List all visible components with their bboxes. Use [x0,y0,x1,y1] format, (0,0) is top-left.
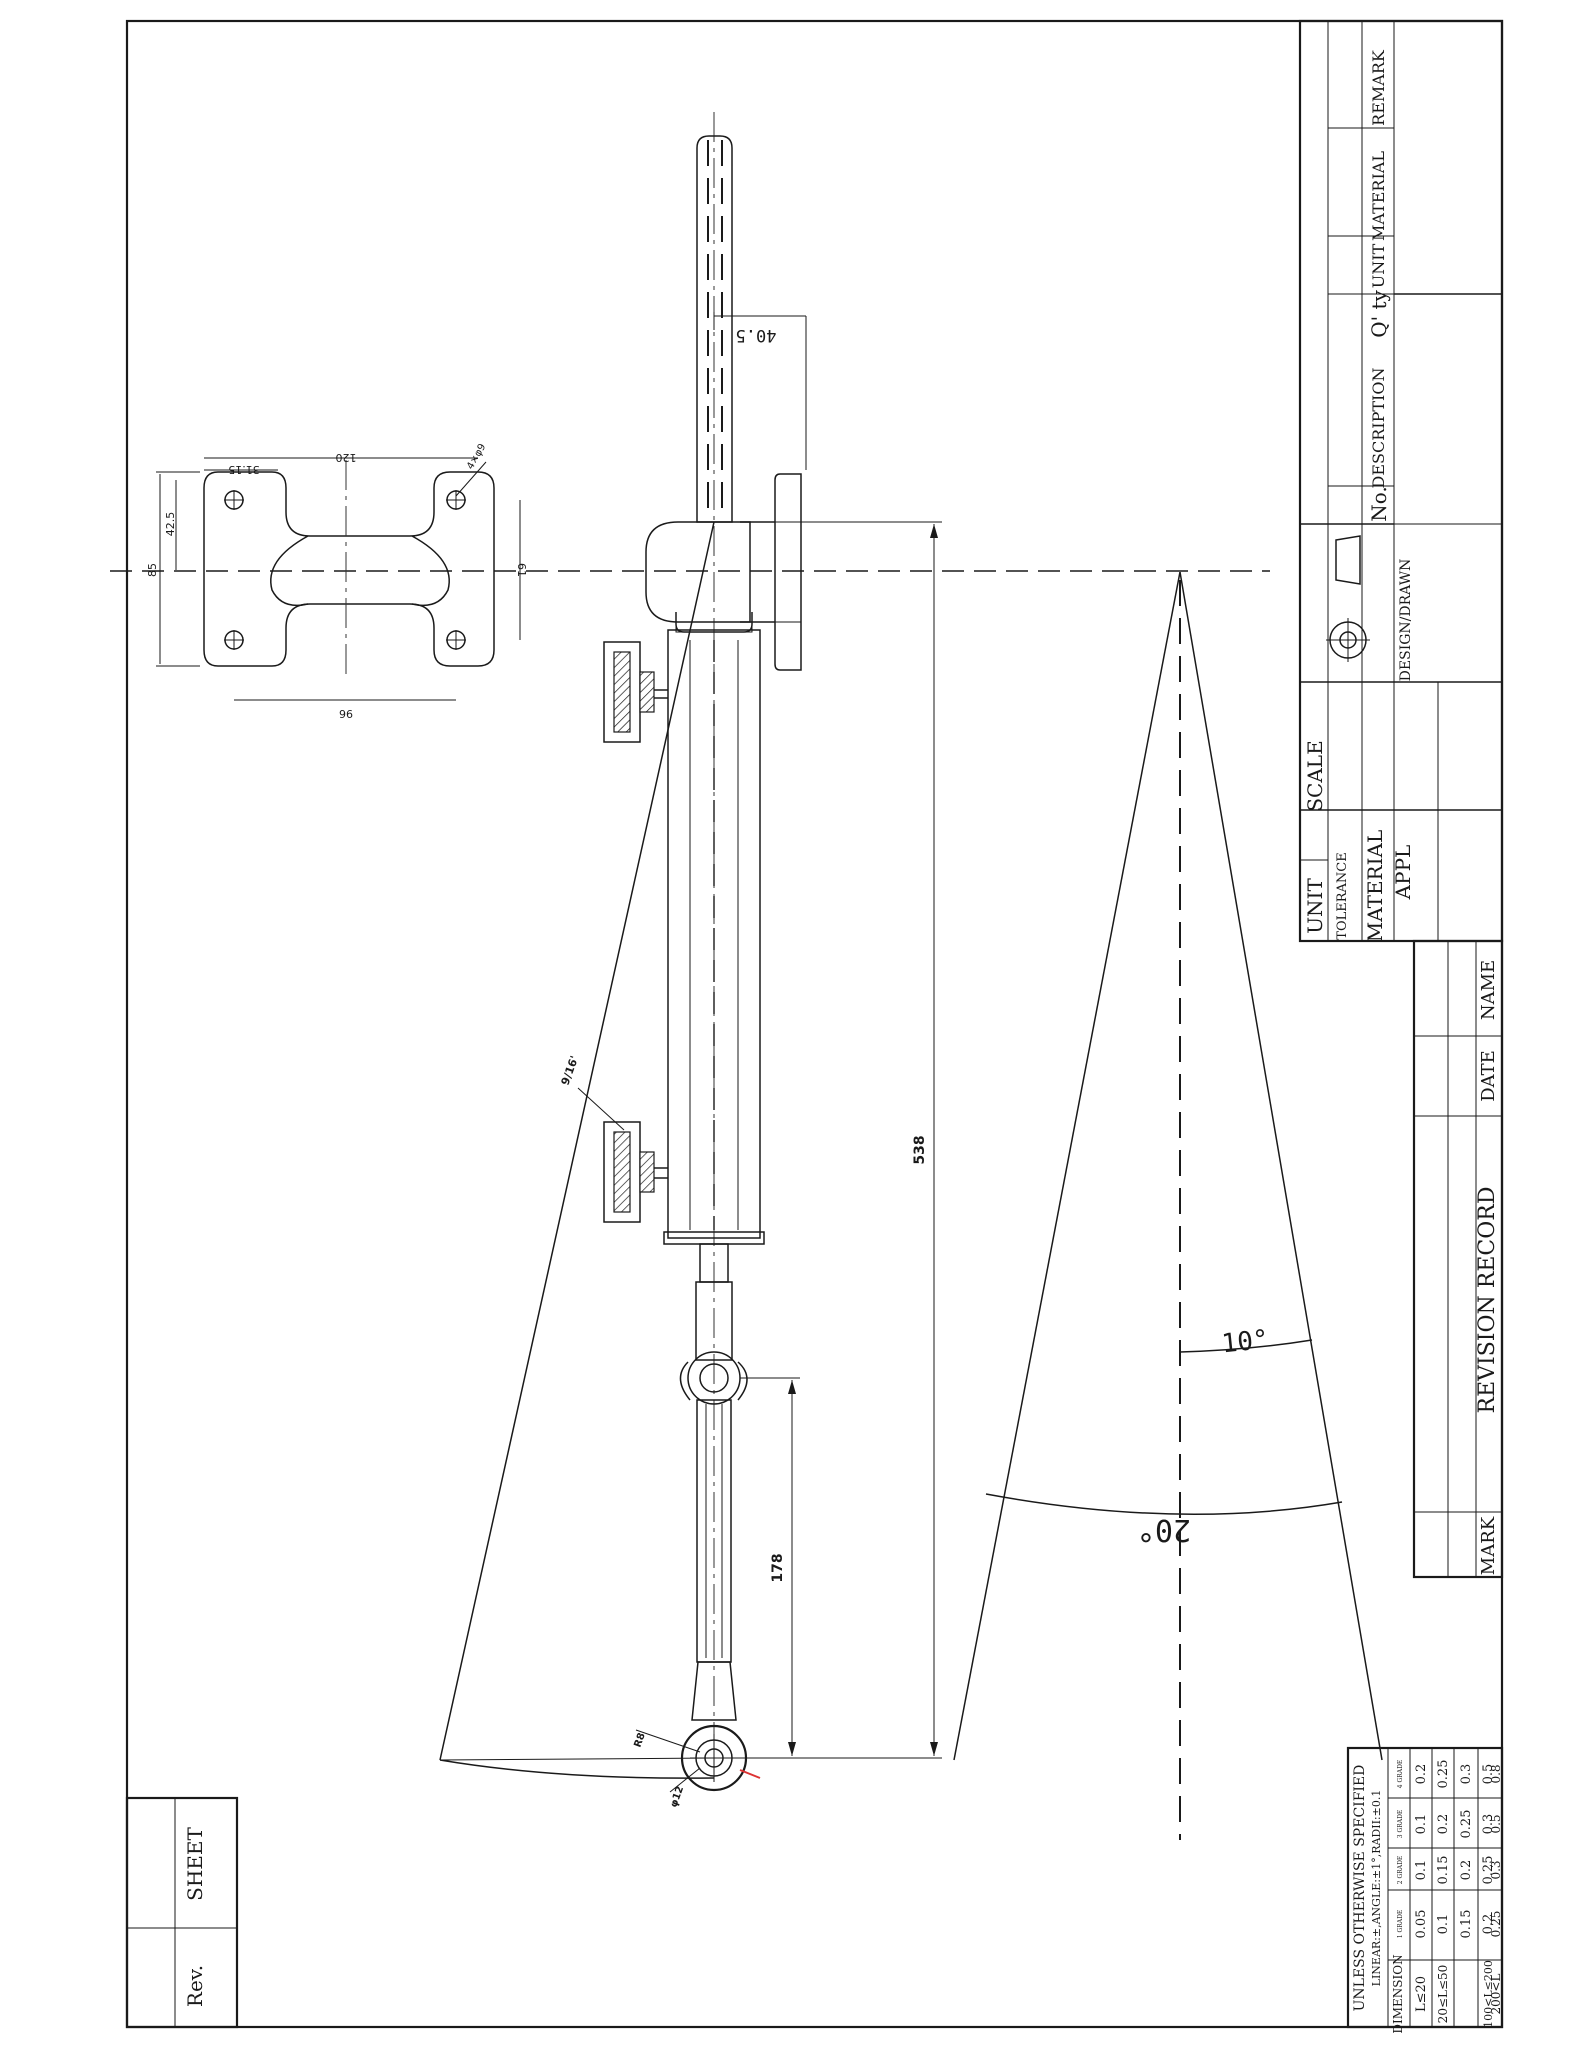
bracket-dims [156,457,521,701]
upper-valve-fitting [603,641,668,743]
tol-subheading: LINEAR:±,ANGLE:±1°,RADII:±0.1 [1370,1790,1383,1987]
tb-tolerance-label: TOLERANCE [1335,852,1350,939]
tol-r3-c4: 0.5 [1481,1764,1496,1785]
rev-label: Rev. [183,1965,207,2007]
tol-r0-c0: L≤20 [1414,1976,1429,2012]
tol-header-g3: 3 GRADE [1397,1810,1404,1839]
dim-offset [713,312,807,470]
sheet-label: SHEET [183,1827,207,1901]
tol-r0-c4: 0.2 [1414,1764,1429,1785]
thread-leader [577,1087,625,1131]
revision-mark: MARK [1478,1516,1499,1575]
tol-r4-c1: 0.25 [1489,1911,1503,1938]
bracket-dim-425: 42.5 [164,512,177,537]
tb-unit-label: UNIT [1303,878,1327,934]
tol-r3-c1: 0.2 [1481,1914,1496,1935]
tol-r1-c3: 0.2 [1436,1814,1451,1835]
revision-record-table [1412,939,1504,1579]
tb-design-drawn-label: DESIGN/DRAWN [1398,559,1414,682]
sheet-rev-box [125,1796,239,2029]
revision-date: DATE [1478,1050,1499,1102]
tol-r2-c1: 0.15 [1459,1910,1474,1939]
tolerance-table [1346,1746,1504,2029]
tol-r4-c2: 0.3 [1489,1860,1503,1879]
angle-10-label: 10° [1220,1325,1270,1360]
tol-header-dimension: DIMENSION [1391,1954,1405,2033]
tol-r1-c0: 20≤L≤50 [1436,1965,1450,2024]
tol-r1-c2: 0.15 [1436,1856,1451,1885]
bom-qty-label: Q' ty [1367,290,1391,338]
tol-r3-c0: 100<L≤200 [1482,1960,1495,2028]
tol-header-g2: 2 GRADE [1397,1856,1404,1885]
tol-r3-c3: 0.3 [1481,1814,1496,1835]
bracket-dim-120: 120 [336,451,357,464]
bom-remark-label: REMARK [1369,49,1388,126]
swing-envelope [439,521,1383,1840]
tol-r1-c4: 0.25 [1436,1760,1451,1789]
tol-r2-c4: 0.3 [1459,1764,1474,1785]
tb-material-label: MATERIAL [1363,830,1387,942]
bom-unit-label: UNIT [1369,243,1388,288]
tb-appl-label: APPL [1391,845,1415,901]
angle-20-label: 20° [1137,1512,1191,1547]
thread-label: 9/16' [559,1054,582,1087]
tol-r1-c1: 0.1 [1436,1914,1451,1935]
eye-phi12-label: φ12 [668,1785,686,1809]
outer-border [125,19,1504,2029]
dim-538-label: 538 [912,1135,928,1164]
tol-r3-c2: 0.25 [1481,1856,1496,1885]
dim-center-to-eye [740,1377,800,1759]
title-block [1298,19,1504,943]
eye-leaders [635,1729,701,1793]
bracket-dim-phi: 4×φ9 [465,442,488,471]
tol-r4-c4: 0.8 [1489,1764,1503,1783]
revision-title: REVISION RECORD [1475,1187,1500,1414]
tol-header-g4: 4 GRADE [1397,1760,1404,1789]
bracket-dim-3115: 31.15 [228,463,260,476]
piston-rod [696,135,733,523]
dim-178-label: 178 [770,1553,786,1582]
bracket-dim-85: 85 [146,563,159,577]
tol-r0-c3: 0.1 [1414,1814,1429,1835]
bracket-dim-96: 96 [339,707,353,720]
tol-r0-c2: 0.1 [1414,1860,1429,1881]
tol-r4-c0: 200<L [1489,1974,1503,2015]
tol-r0-c1: 0.05 [1414,1910,1429,1939]
tb-scale-label: SCALE [1303,740,1327,811]
lower-valve-fitting [603,1121,668,1223]
eye-r8-label: R8 [632,1731,647,1749]
tol-header-g1: 1 GRADE [1397,1910,1404,1939]
revision-name: NAME [1478,960,1499,1020]
bom-material-label: MATERIAL [1369,151,1388,241]
tol-r2-c2: 0.2 [1459,1860,1474,1881]
tol-heading: UNLESS OTHERWISE SPECIFIED [1352,1765,1368,2012]
bom-description-label: DESCRIPTION [1369,368,1388,489]
tol-r2-c3: 0.25 [1459,1810,1474,1839]
bracket-side-view [645,473,802,671]
bracket-dim-61: 61 [515,563,528,577]
bracket-top-view [203,460,495,680]
tol-r4-c3: 0.5 [1489,1814,1503,1833]
bom-no-label: No. [1367,486,1391,522]
dim-40-5-label: 40.5 [736,325,777,345]
